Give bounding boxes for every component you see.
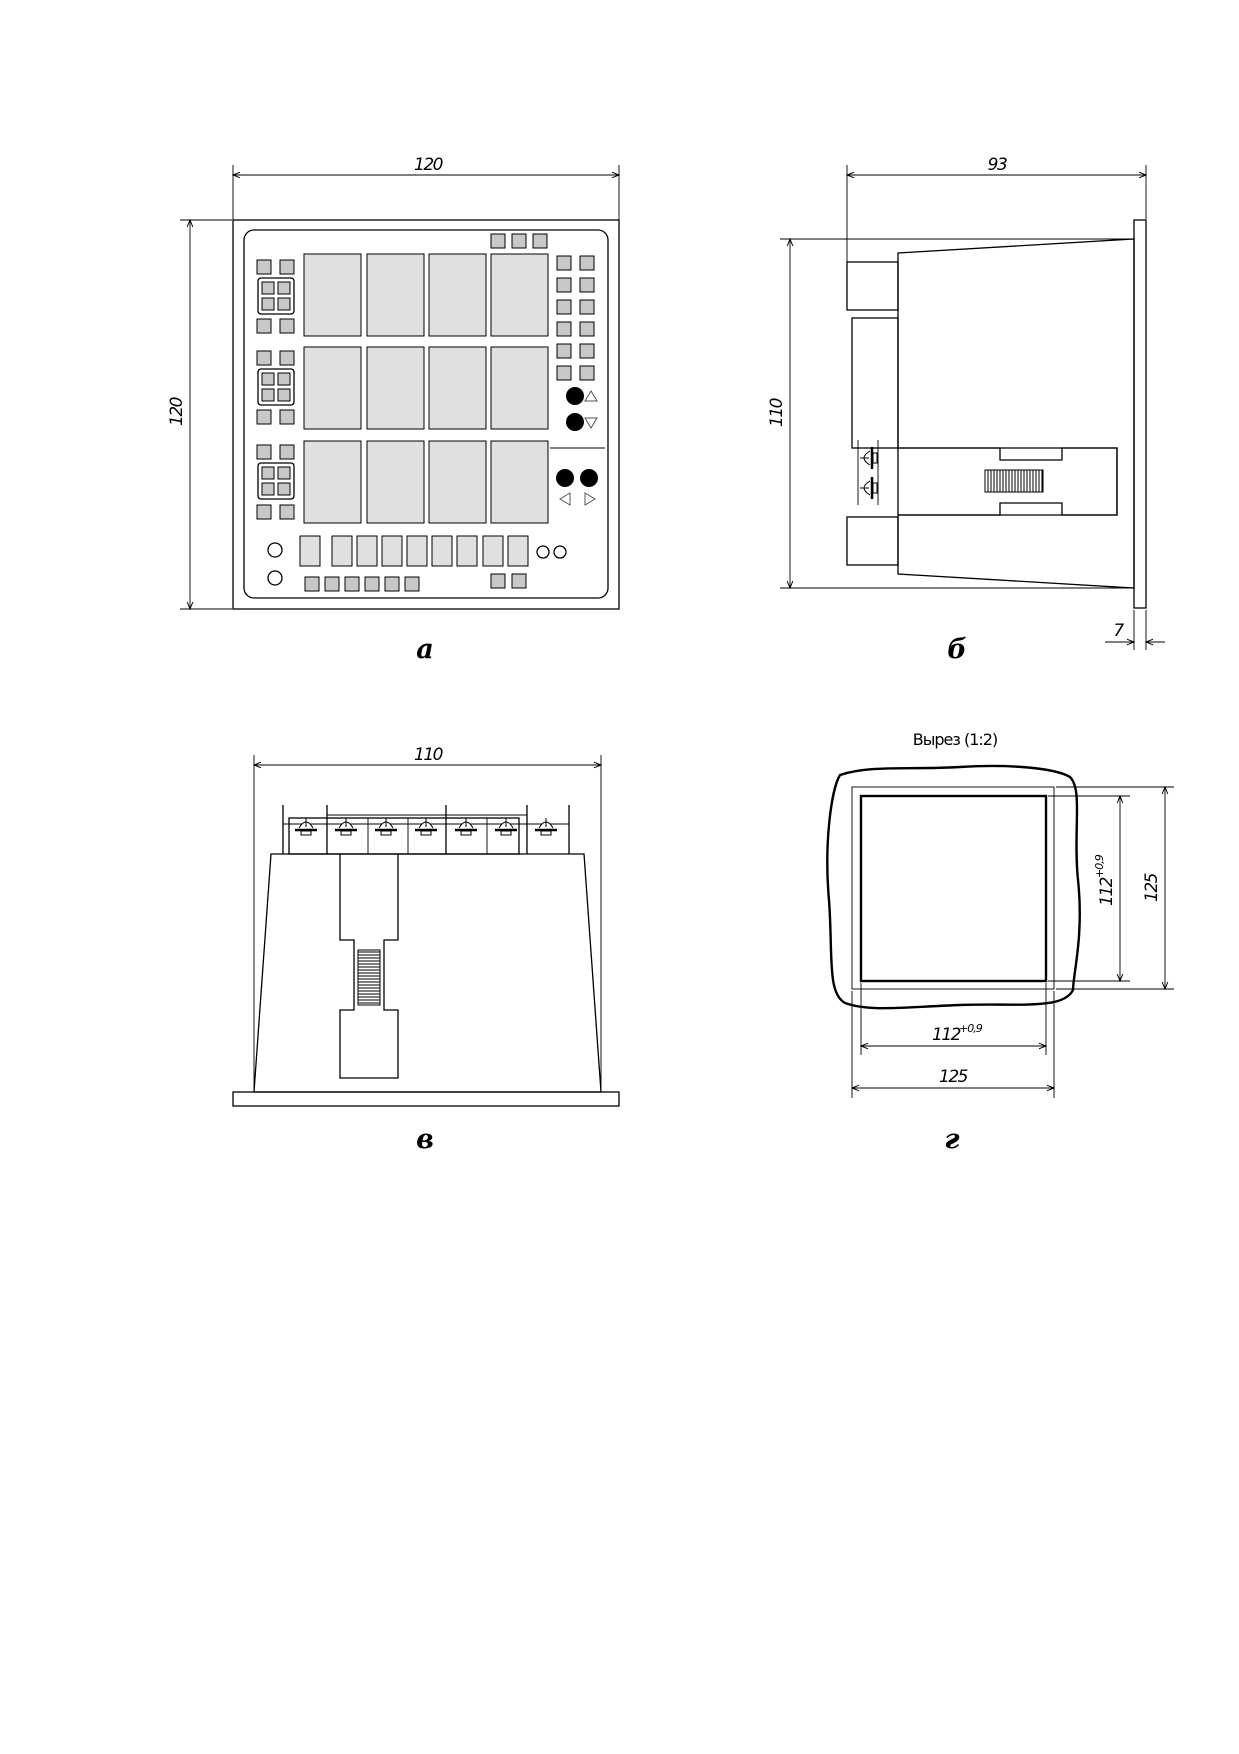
- button-right: [580, 469, 598, 487]
- button-left: [556, 469, 574, 487]
- dim-g-outer-w: 125: [939, 1067, 968, 1087]
- cutout-caption: Вырез (1:2): [913, 730, 997, 749]
- top-screw-6: [493, 816, 519, 837]
- side-body: [897, 238, 1135, 589]
- dim-g-cutout-h: 112: [1097, 877, 1117, 906]
- dim-b-height: 110: [767, 398, 787, 427]
- front-bezel: [243, 229, 609, 599]
- top-screw-5: [453, 816, 479, 837]
- button-up: [566, 387, 584, 405]
- led-3: [536, 545, 550, 559]
- view-label-b: б: [947, 634, 967, 665]
- top-knurl: [357, 949, 381, 1006]
- outer-contour: [851, 786, 1055, 990]
- rear-block-bottom: [846, 516, 899, 566]
- bottom-keys: [304, 573, 527, 592]
- dim-v-width: 110: [414, 745, 443, 765]
- view-label-a: а: [416, 634, 434, 665]
- top-screw-4: [413, 816, 439, 837]
- dim-a-width: 120: [414, 155, 443, 175]
- left-key-clusters: [256, 259, 295, 520]
- top-rail: [339, 854, 399, 1079]
- view-v-top: 110 в: [232, 745, 620, 1155]
- arrow-down-icon: [584, 417, 598, 429]
- key-top-1: [490, 233, 506, 249]
- arrow-up-icon: [584, 390, 598, 402]
- top-screw-1: [293, 816, 319, 837]
- side-flange: [1133, 219, 1147, 609]
- rear-block-top: [846, 261, 899, 311]
- led-2: [267, 570, 283, 586]
- dim-b-depth: 93: [988, 155, 1007, 175]
- dim-g-cutout-w: 112: [932, 1025, 961, 1045]
- top-screw-2: [333, 816, 359, 837]
- view-label-g: г: [944, 1124, 959, 1155]
- top-screw-7: [533, 816, 559, 837]
- key-top-3: [532, 233, 548, 249]
- arrow-right-icon: [584, 492, 596, 506]
- side-screw-2: [858, 475, 879, 501]
- button-down: [566, 413, 584, 431]
- view-b-side: 93 110 7 б: [767, 155, 1165, 665]
- dim-g-cutout-w-tol: +0,9: [959, 1022, 983, 1035]
- display-grid: [303, 253, 549, 524]
- panel-break-outline: [826, 764, 1081, 1010]
- dim-g-cutout-h-tol: +0,9: [1093, 854, 1106, 878]
- side-rail: [898, 447, 1118, 516]
- side-knurl: [984, 469, 1044, 493]
- led-1: [267, 542, 283, 558]
- rear-block-mid: [851, 317, 899, 449]
- right-key-column: [556, 255, 595, 381]
- key-top-2: [511, 233, 527, 249]
- top-screw-3: [373, 816, 399, 837]
- led-4: [553, 545, 567, 559]
- cutout-square: [859, 794, 1048, 983]
- view-label-v: в: [416, 1124, 434, 1155]
- dim-b-flange: 7: [1113, 621, 1124, 641]
- arrow-left-icon: [559, 492, 571, 506]
- dim-g-outer-h: 125: [1142, 873, 1162, 902]
- top-flange: [232, 1091, 620, 1107]
- dim-a-height: 120: [167, 397, 187, 426]
- terminal-block: [282, 805, 570, 855]
- side-screw-1: [858, 445, 879, 471]
- view-g-cutout: Вырез (1:2) 112 +0,9 125 112 +0,9 125 г: [826, 730, 1174, 1155]
- view-a-front: 120 120: [167, 155, 619, 665]
- top-body: [253, 853, 602, 1093]
- front-housing: [232, 219, 620, 610]
- bottom-indicators: [299, 535, 529, 567]
